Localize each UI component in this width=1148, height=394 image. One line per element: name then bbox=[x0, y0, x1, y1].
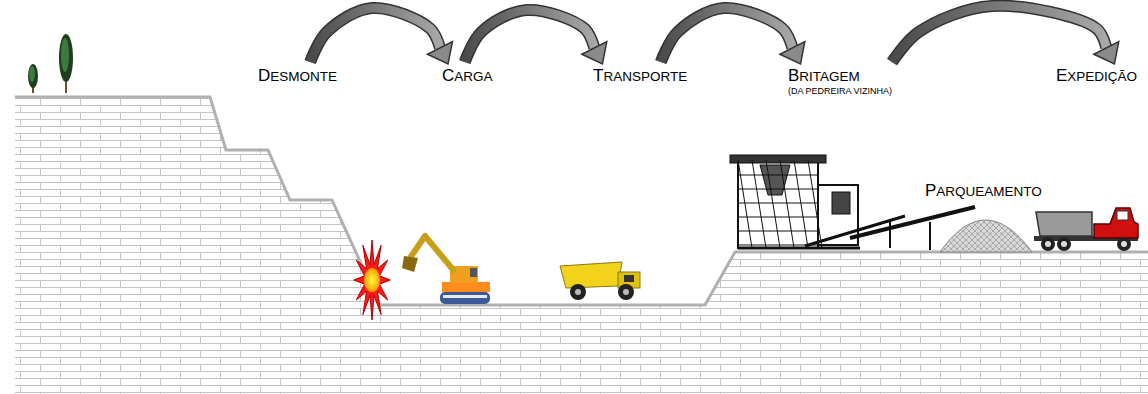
arrow-head bbox=[1094, 42, 1119, 64]
excavator bbox=[402, 236, 490, 304]
flow-arrow bbox=[892, 6, 1119, 64]
arrow-outline bbox=[661, 8, 793, 62]
blast-core bbox=[364, 268, 380, 292]
arrow-head bbox=[780, 42, 805, 64]
blast-burst bbox=[354, 240, 390, 320]
area-label: PARQUEAMENTO bbox=[925, 183, 1042, 200]
stage-label: BRITAGEM(DA PEDREIRA VIZINHA) bbox=[788, 68, 892, 97]
stage-label: EXPEDIÇÃO bbox=[1056, 68, 1137, 85]
rock-mass bbox=[15, 97, 1148, 394]
stage-label: DESMONTE bbox=[258, 68, 337, 85]
blast-explosion bbox=[354, 240, 390, 320]
dump-truck bbox=[560, 262, 640, 300]
arrow-body bbox=[892, 6, 1106, 62]
stage-note: (DA PEDREIRA VIZINHA) bbox=[788, 86, 892, 97]
trees bbox=[28, 34, 73, 93]
stage-label: CARGA bbox=[442, 68, 493, 85]
arrow-body bbox=[310, 8, 440, 62]
arrow-body bbox=[465, 10, 595, 62]
delivery-truck bbox=[1034, 208, 1138, 251]
stage-name: BRITAGEM bbox=[788, 68, 892, 85]
flow-arrow bbox=[661, 8, 805, 64]
ground-profile bbox=[15, 97, 1148, 305]
stage-name: EXPEDIÇÃO bbox=[1056, 68, 1137, 85]
stage-name: TRANSPORTE bbox=[593, 68, 687, 85]
arrow-head bbox=[428, 42, 453, 64]
arrow-body bbox=[661, 8, 793, 62]
stockpile bbox=[940, 220, 1032, 252]
flow-arrow bbox=[465, 10, 607, 64]
arrow-outline bbox=[465, 10, 595, 62]
arrow-outline bbox=[892, 6, 1106, 62]
stage-label: TRANSPORTE bbox=[593, 68, 687, 85]
stage-name: DESMONTE bbox=[258, 68, 337, 85]
stage-name: CARGA bbox=[442, 68, 493, 85]
crushing-plant bbox=[730, 155, 975, 250]
arrow-head bbox=[582, 42, 607, 64]
flow-arrow bbox=[310, 8, 452, 64]
arrow-outline bbox=[310, 8, 440, 62]
